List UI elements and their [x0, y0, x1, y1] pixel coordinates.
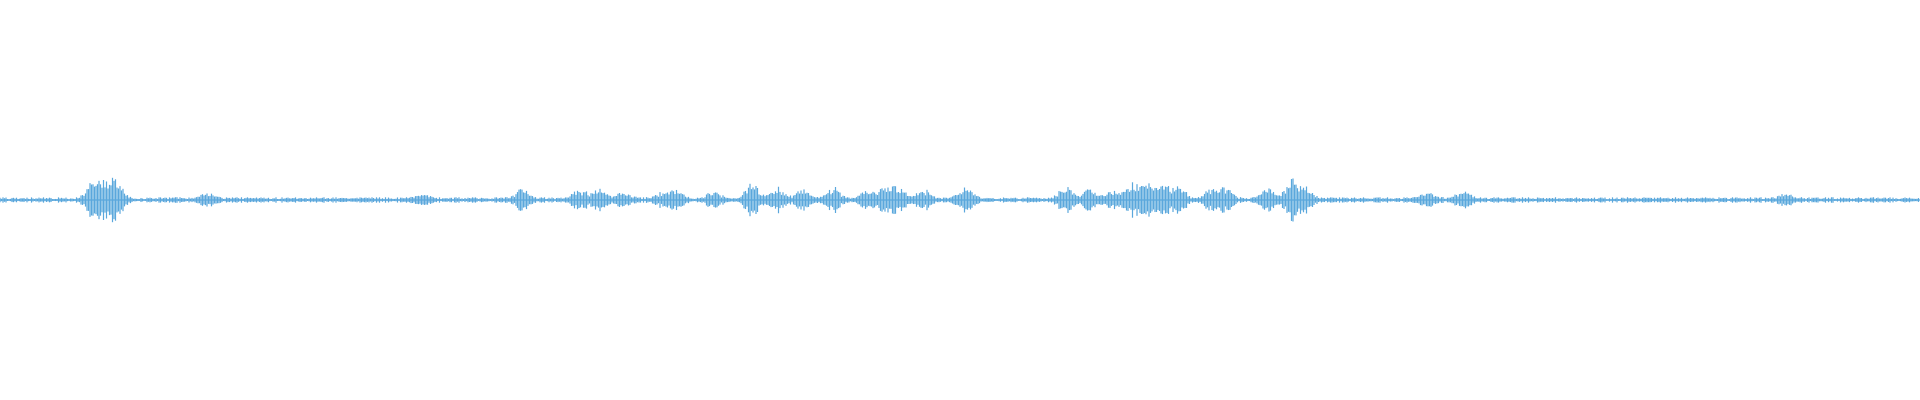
waveform-bars [0, 177, 1920, 223]
